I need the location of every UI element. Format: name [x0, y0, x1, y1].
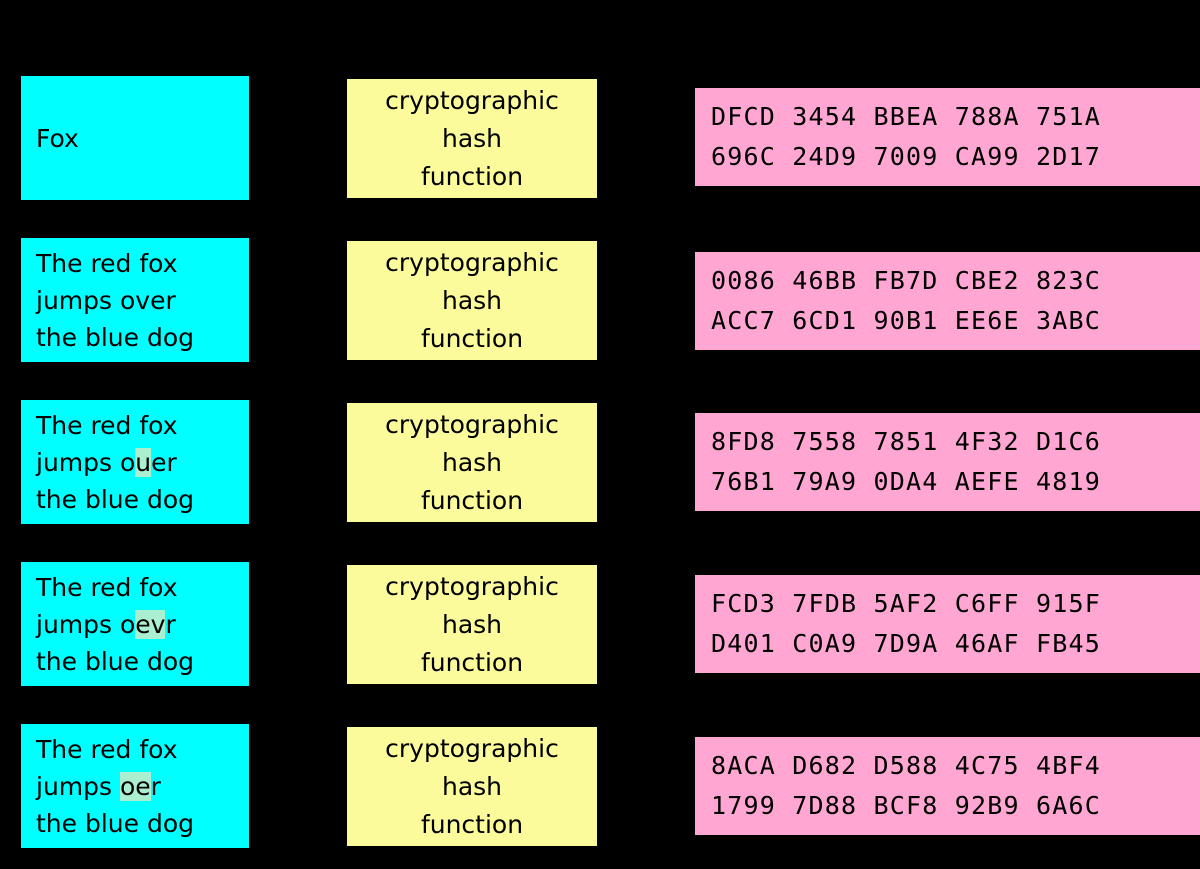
- message-line: jumps oevr: [36, 606, 249, 643]
- message-box: The red fox jumps over the blue dog: [21, 238, 249, 362]
- message-text: jumps o: [36, 447, 136, 477]
- arrow-to-hash-function-icon: [339, 619, 348, 628]
- digest-line: 76B1 79A9 0DA4 AEFE 4819: [711, 467, 1102, 496]
- hash-function-box: cryptographic hash function: [347, 727, 597, 846]
- hash-function-label-line: cryptographic: [385, 247, 559, 277]
- message-text: the blue dog: [36, 322, 194, 352]
- hash-function-label-line: cryptographic: [385, 733, 559, 763]
- hash-function-label-line: hash: [441, 123, 503, 153]
- arrow-to-digest-icon: [687, 295, 696, 304]
- hash-function-label-line: cryptographic: [385, 85, 559, 115]
- hash-function-label-line: hash: [441, 447, 503, 477]
- message-text: jumps o: [36, 609, 136, 639]
- arrow-to-hash-function-icon: [339, 781, 348, 790]
- digest-line: 1799 7D88 BCF8 92B9 6A6C: [711, 791, 1102, 820]
- message-text: er: [151, 447, 177, 477]
- digest-box: 8FD8 7558 7851 4F32 D1C6 76B1 79A9 0DA4 A…: [695, 413, 1200, 511]
- digest-box: 0086 46BB FB7D CBE2 823C ACC7 6CD1 90B1 E…: [695, 252, 1200, 350]
- hash-function-box: cryptographic hash function: [347, 79, 597, 198]
- hash-function-label-line: hash: [441, 609, 503, 639]
- message-line: jumps ouer: [36, 444, 249, 481]
- message-text: the blue dog: [36, 808, 194, 838]
- arrow-to-digest-icon: [687, 619, 696, 628]
- hash-function-label-line: hash: [441, 771, 503, 801]
- message-text: Fox: [36, 123, 79, 153]
- message-text: jumps: [36, 771, 120, 801]
- hash-function-label-line: function: [420, 161, 524, 191]
- message-box: Fox: [21, 76, 249, 200]
- hash-function-label-line: function: [420, 647, 524, 677]
- message-line: Fox: [36, 120, 249, 157]
- digest-line: ACC7 6CD1 90B1 EE6E 3ABC: [711, 306, 1102, 335]
- digest-box: DFCD 3454 BBEA 788A 751A 696C 24D9 7009 C…: [695, 88, 1200, 186]
- digest-line: 8ACA D682 D588 4C75 4BF4: [711, 751, 1102, 780]
- changed-char-highlight: oe: [119, 771, 151, 801]
- arrow-to-hash-function-icon: [339, 457, 348, 466]
- digest-line: 8FD8 7558 7851 4F32 D1C6: [711, 427, 1102, 456]
- hash-function-label-line: cryptographic: [385, 571, 559, 601]
- message-line: jumps over: [36, 282, 249, 319]
- message-line: The red fox: [36, 569, 249, 606]
- message-line: the blue dog: [36, 481, 249, 518]
- message-text: The red fox: [36, 734, 178, 764]
- hash-function-box: cryptographic hash function: [347, 403, 597, 522]
- message-line: the blue dog: [36, 643, 249, 680]
- hash-function-label-line: function: [420, 323, 524, 353]
- message-line: The red fox: [36, 245, 249, 282]
- hash-function-label-line: function: [420, 485, 524, 515]
- message-line: the blue dog: [36, 319, 249, 356]
- message-line: the blue dog: [36, 805, 249, 842]
- message-text: the blue dog: [36, 646, 194, 676]
- arrow-to-digest-icon: [687, 457, 696, 466]
- hash-function-label-line: function: [420, 809, 524, 839]
- digest-line: 696C 24D9 7009 CA99 2D17: [711, 142, 1102, 171]
- message-text: r: [150, 771, 161, 801]
- digest-box: 8ACA D682 D588 4C75 4BF4 1799 7D88 BCF8 9…: [695, 737, 1200, 835]
- message-text: The red fox: [36, 572, 178, 602]
- message-line: The red fox: [36, 731, 249, 768]
- message-text: The red fox: [36, 410, 178, 440]
- message-text: the blue dog: [36, 484, 194, 514]
- digest-line: D401 C0A9 7D9A 46AF FB45: [711, 629, 1102, 658]
- digest-line: DFCD 3454 BBEA 788A 751A: [711, 102, 1102, 131]
- message-text: jumps over: [36, 285, 176, 315]
- digest-line: 0086 46BB FB7D CBE2 823C: [711, 266, 1102, 295]
- arrow-to-digest-icon: [687, 781, 696, 790]
- digest-line: FCD3 7FDB 5AF2 C6FF 915F: [711, 589, 1102, 618]
- message-line: The red fox: [36, 407, 249, 444]
- hash-function-label-line: hash: [441, 285, 503, 315]
- message-text: The red fox: [36, 248, 178, 278]
- arrow-to-hash-function-icon: [339, 295, 348, 304]
- digest-box: FCD3 7FDB 5AF2 C6FF 915F D401 C0A9 7D9A 4…: [695, 575, 1200, 673]
- hash-function-label-line: cryptographic: [385, 409, 559, 439]
- arrow-to-digest-icon: [687, 133, 696, 142]
- message-text: r: [165, 609, 176, 639]
- hash-function-box: cryptographic hash function: [347, 565, 597, 684]
- arrow-to-hash-function-icon: [339, 133, 348, 142]
- message-line: jumps oer: [36, 768, 249, 805]
- changed-char-highlight: ev: [135, 609, 166, 639]
- changed-char-highlight: u: [135, 447, 152, 477]
- hash-function-box: cryptographic hash function: [347, 241, 597, 360]
